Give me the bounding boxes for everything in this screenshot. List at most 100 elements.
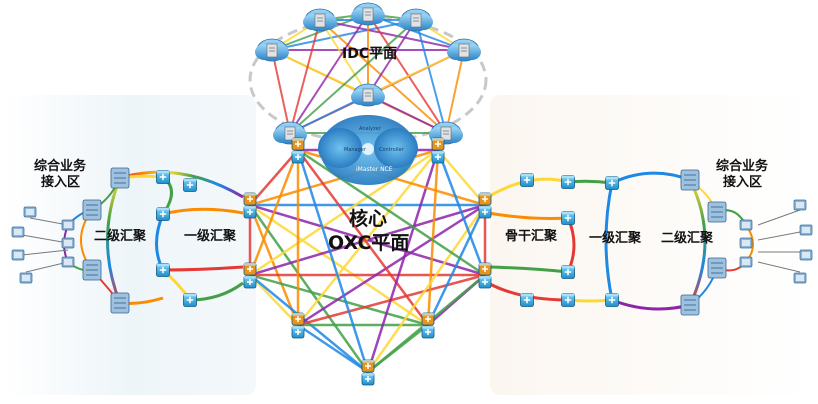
core-mesh-link [436,149,487,276]
core-oxc-node-icon [431,150,445,164]
otn-node-icon [605,176,619,190]
left-access-label-line2: 接入区 [41,175,81,190]
core-oxc-node-icon [478,205,492,219]
core-oxc-node-icon [431,137,445,151]
router-icon [82,199,102,221]
access-device-icon [799,249,813,261]
router-icon [707,257,727,279]
core-mesh-link [249,149,299,206]
idc-mesh-link [367,13,465,51]
core-mesh-link [437,149,486,206]
idc-plane-label: IDC平面 [342,46,398,62]
core-oxc-node-icon [291,150,305,164]
idc-mesh-link [319,19,465,51]
idc-mesh-link [367,49,465,96]
router-icon [680,294,700,316]
core-oxc-node-icon [361,372,375,386]
router-icon [707,201,727,223]
otn-node-icon [561,211,575,225]
otn-node-icon [156,170,170,184]
idc-mesh-link [319,19,369,96]
access-device-icon [61,237,75,249]
core-oxc-node-icon [421,312,435,326]
idc-mesh-link [367,19,417,96]
access-device-icon [739,256,753,268]
idc-mesh-link [319,19,447,134]
core-mesh-link [296,149,430,326]
idc-mesh-links [271,13,465,134]
otn-node-icon [520,293,534,307]
access-device-icon [793,199,807,211]
core-oxc-node-icon [243,205,257,219]
idc-cloud-icon [351,2,385,26]
otn-node-icon [183,293,197,307]
access-device-icon [61,256,75,268]
otn-node-icon [561,175,575,189]
nodes-layer [11,2,813,386]
right-access-label-line1: 综合业务 [716,159,769,174]
otn-node-icon [183,178,197,192]
core-oxc-node-icon [421,325,435,339]
idc-mesh-link [445,49,465,134]
router-icon [82,259,102,281]
idc-cloud-icon [351,83,385,107]
core-oxc-node-icon [291,325,305,339]
idc-mesh-link [289,13,369,134]
otn-node-icon [561,293,575,307]
left-level2-label: 二级汇聚 [94,229,147,244]
router-icon [680,169,700,191]
core-mesh-link [426,149,440,326]
controller-cloud-icon [318,115,418,185]
idc-mesh-link [289,19,321,134]
core-mesh-link [297,148,486,277]
otn-node-icon [561,265,575,279]
core-oxc-node-icon [243,262,257,276]
core-mesh-link [297,203,486,327]
core-mesh-link [366,204,487,373]
controller-manager-label: Manager [344,147,366,153]
access-device-icon [739,237,753,249]
core-mesh-link [297,323,369,374]
core-mesh-link [248,204,300,326]
core-oxc-node-icon [361,359,375,373]
core-oxc-node-icon [243,275,257,289]
otn-node-icon [156,263,170,277]
router-icon [110,292,130,314]
idc-cloud-icon [399,8,433,32]
idc-mesh-link [271,49,291,134]
core-oxc-node-icon [291,312,305,326]
core-mesh-link [248,149,300,276]
access-device-icon [739,219,753,231]
idc-cloud-icon [255,38,289,62]
idc-mesh-link [289,19,417,134]
left-access-label-line1: 综合业务 [34,159,87,174]
core-mesh-link [249,203,429,327]
left-level1-label: 一级汇聚 [184,229,237,244]
right-level1-label: 一级汇聚 [589,231,642,246]
otn-node-icon [520,173,534,187]
core-oxc-node-icon [478,192,492,206]
otn-node-icon [605,293,619,307]
otn-node-icon [156,207,170,221]
left-region-panel [4,95,256,395]
router-icon [110,167,130,189]
right-level2-label: 二级汇聚 [661,231,714,246]
access-device-icon [799,224,813,236]
core-oxc-node-icon [291,137,305,151]
idc-cloud-icon [447,38,481,62]
access-device-icon [11,249,25,261]
core-oxc-node-icon [478,262,492,276]
controller-brand-label: iMaster NCE [356,166,393,173]
idc-cloud-icon [303,8,337,32]
idc-mesh-link [271,19,417,51]
core-mesh-link [426,204,487,326]
right-backbone-label: 骨干汇聚 [505,229,558,244]
access-device-icon [793,272,807,284]
controller-analyzer-label: Analyzer [359,126,381,132]
core-mesh-link [296,149,370,373]
access-device-icon [23,206,37,218]
core-label-line1: 核心 [349,208,388,230]
core-oxc-node-icon [478,275,492,289]
core-mesh-link [297,149,439,326]
